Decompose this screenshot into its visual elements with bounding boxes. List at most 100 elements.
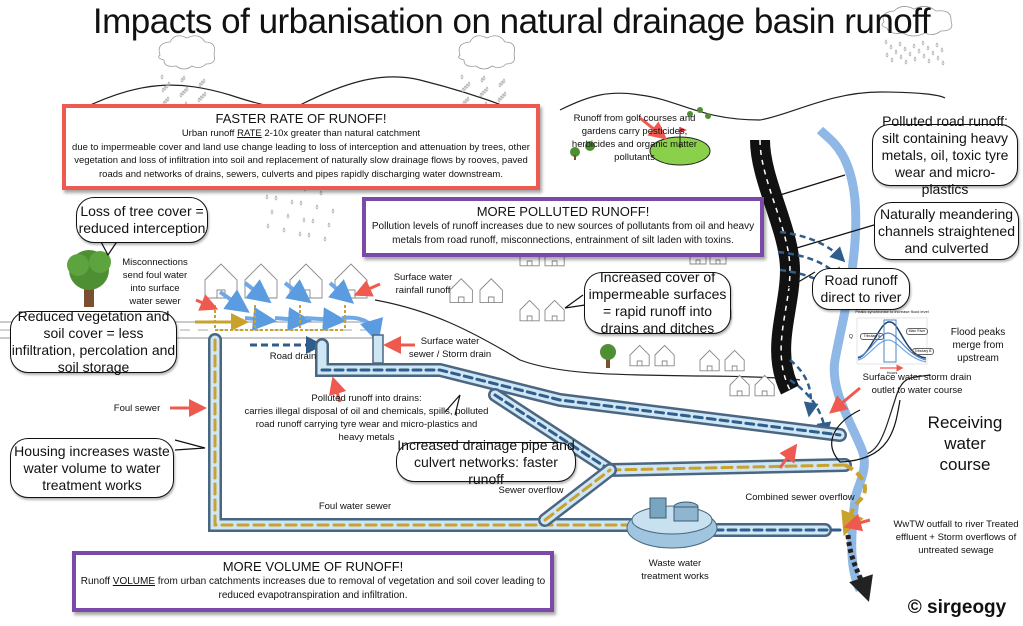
raindrop [311, 218, 315, 224]
text: from urban catchments increases due to r… [155, 576, 546, 601]
hydrograph-title: Peaks synchronise to increase flood leve… [855, 309, 929, 314]
raindrop [203, 91, 207, 97]
raindrop [270, 209, 274, 215]
red-arrow [639, 116, 668, 140]
label-storm-outlet: Surface water storm drain outlet to wate… [862, 372, 972, 396]
raindrop [460, 74, 464, 80]
raindrop [274, 195, 278, 201]
raindrop [926, 45, 930, 51]
callout-meandering: Naturally meandering channels straighten… [874, 202, 1019, 260]
road [750, 139, 801, 395]
raindrop [940, 47, 944, 53]
raindrop [927, 58, 931, 64]
raindrop [197, 97, 201, 103]
raindrop [921, 40, 925, 46]
raindrop [935, 42, 939, 48]
house-icon [654, 344, 675, 367]
faster-rate-line1: Urban runoff RATE 2-10x greater than nat… [66, 127, 536, 141]
raindrop [298, 231, 302, 237]
raindrop [889, 44, 893, 50]
wastewater-plant-icon [626, 497, 718, 549]
label-outfall: WwTW outfall to river Treated effluent +… [893, 519, 1019, 556]
label-flood-peaks: Flood peaks merge from upstream [950, 327, 1006, 364]
callout-impermeable: Increased cover of impermeable surfaces … [584, 269, 731, 336]
callout-housing: Housing increases waste water volume to … [10, 438, 174, 498]
raindrop [323, 236, 327, 242]
raindrop [482, 75, 486, 81]
hydrograph-y-label: Q [849, 334, 853, 340]
label-surface-rainfall: Surface water rainfall runoff [393, 272, 453, 296]
raindrop [315, 204, 319, 210]
label-wwtw: Waste water treatment works [641, 558, 709, 582]
raindrop [327, 222, 331, 228]
hydrograph-legend-main: Main River [906, 328, 928, 335]
copyright: © sirgeogy [907, 597, 1007, 618]
raindrop [465, 83, 469, 89]
faster-rate-box: FASTER RATE OF RUNOFF! Urban runoff RATE… [62, 104, 540, 190]
raindrop [302, 217, 306, 223]
raindrop [899, 54, 903, 60]
faster-rate-heading: FASTER RATE OF RUNOFF! [215, 111, 387, 126]
house-icon [754, 374, 775, 397]
raindrop [182, 75, 186, 81]
raindrop [166, 96, 170, 102]
raindrop [500, 80, 504, 86]
house-icon [519, 299, 540, 322]
raindrop [199, 95, 203, 101]
raindrop [885, 52, 889, 58]
house-icon [699, 349, 720, 372]
raindrop [922, 53, 926, 59]
faster-rate-body: due to impermeable cover and land use ch… [72, 141, 530, 180]
more-polluted-box: MORE POLLUTED RUNOFF! Pollution levels o… [362, 197, 764, 257]
hydrograph [856, 317, 928, 372]
raindrop [497, 97, 501, 103]
raindrop [167, 81, 171, 87]
callout-vegetation: Reduced vegetation and soil cover = less… [10, 308, 177, 375]
rate-emphasis: RATE [237, 128, 262, 139]
more-volume-body: Runoff VOLUME from urban catchments incr… [76, 575, 550, 603]
raindrop [185, 86, 189, 92]
callout-tree-cover: Loss of tree cover = reduced interceptio… [76, 197, 208, 243]
hydrograph-x-label: Hours [886, 370, 898, 375]
label-combined-overflow: Combined sewer overflow [745, 492, 855, 503]
raindrop [286, 213, 290, 219]
more-polluted-heading: MORE POLLUTED RUNOFF! [476, 204, 650, 219]
raindrop [467, 81, 471, 87]
house-icon [724, 349, 745, 372]
raindrop [904, 59, 908, 65]
raindrop [903, 46, 907, 52]
raindrop [913, 56, 917, 62]
hydrograph-legend-a: Tributary A [860, 333, 884, 340]
raindrop [884, 39, 888, 45]
raindrop [307, 232, 311, 238]
hydrograph-legend-b: Tributary B [912, 348, 934, 355]
raindrop [464, 98, 468, 104]
raindrop [202, 78, 206, 84]
raindrop [463, 85, 467, 91]
raindrop [290, 199, 294, 205]
callout-road-runoff: Road runoff direct to river [812, 268, 910, 310]
raindrop [179, 92, 183, 98]
raindrop [299, 200, 303, 206]
raindrop [265, 194, 269, 200]
label-receiving: Receiving water course [927, 413, 1003, 474]
raindrop [480, 77, 484, 83]
raindrop [936, 55, 940, 61]
raindrop [461, 87, 465, 93]
label-sewer-overflow: Sewer overflow [498, 485, 564, 496]
house-icon [449, 278, 473, 304]
raindrop [483, 88, 487, 94]
label-storm-drain: Surface water sewer / Storm drain [408, 336, 492, 360]
raindrop [201, 93, 205, 99]
raindrop [941, 60, 945, 66]
label-golf: Runoff from golf courses and gardens car… [571, 113, 698, 163]
label-misconnections: Misconnections send foul water into surf… [122, 257, 188, 307]
tree-icon [67, 107, 711, 368]
raindrop [502, 78, 506, 84]
house-icon [544, 299, 565, 322]
raindrop [200, 80, 204, 86]
text: 2-10x greater than natural catchment [261, 128, 421, 139]
raindrop [898, 41, 902, 47]
label-polluted-drains: Polluted runoff into drains: carries ill… [244, 392, 489, 444]
raindrop [917, 48, 921, 54]
